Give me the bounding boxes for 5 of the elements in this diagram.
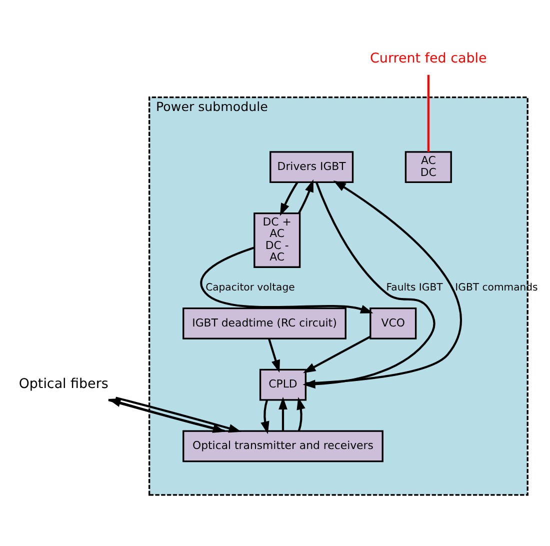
edge-label: Faults IGBT [386,282,443,294]
node-text: Current fed cable [370,52,487,67]
edge-label: IGBT commands [455,282,538,294]
node-text: Optical fibers [18,376,108,392]
edge-label: Capacitor voltage [206,282,295,294]
